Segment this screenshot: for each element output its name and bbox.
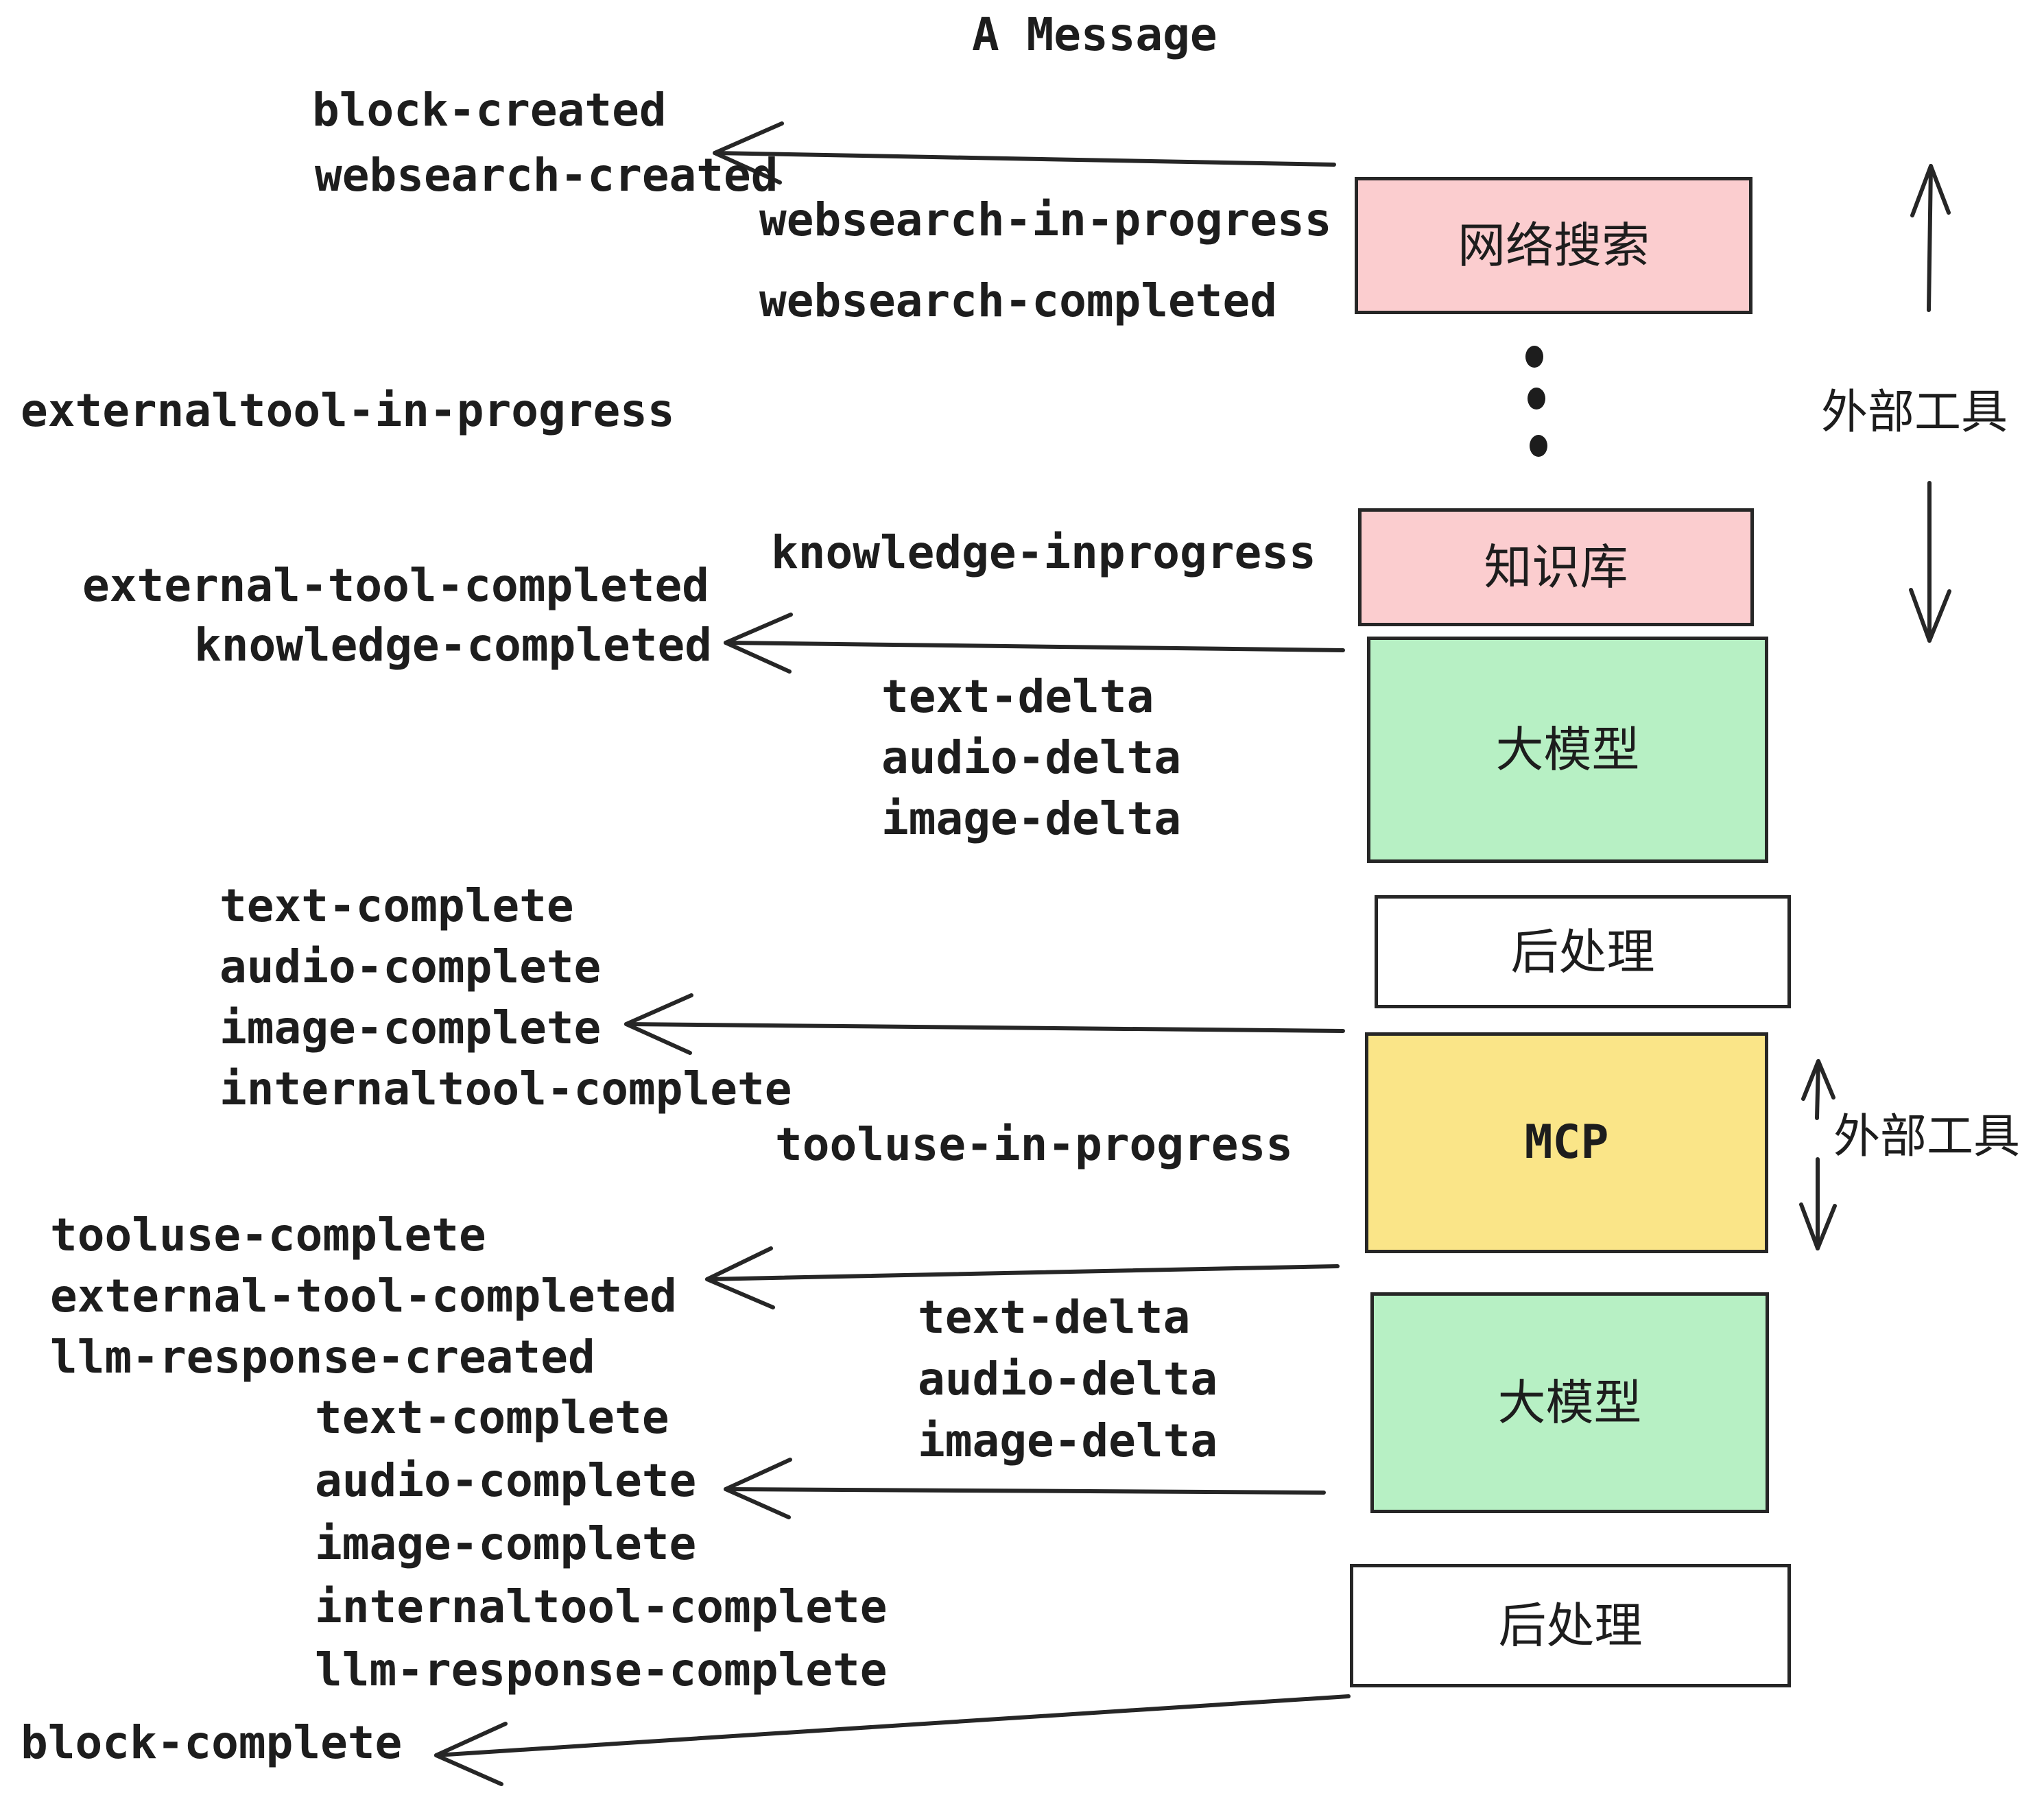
event-knowledge-completed: knowledge-completed — [194, 619, 712, 672]
external-tools-label-1: 外部工具 — [1821, 385, 2008, 440]
event-tooluse-in-progress: tooluse-in-progress — [775, 1118, 1293, 1171]
event-llm-response-created: llm-response-created — [50, 1331, 595, 1384]
event-text-complete-2: text-complete — [315, 1391, 669, 1444]
event-external-tool-completed-2: external-tool-completed — [50, 1270, 677, 1322]
event-text-delta-2: text-delta — [918, 1291, 1191, 1344]
event-audio-delta-2: audio-delta — [918, 1353, 1218, 1405]
arrow-knowledge-completed — [724, 613, 1345, 674]
event-external-tool-completed: external-tool-completed — [82, 559, 709, 612]
external-tools-down-arrow-2 — [1799, 1157, 1837, 1250]
event-externaltool-in-progress: externaltool-in-progress — [21, 384, 675, 437]
mcp-box-label: MCP — [1524, 1115, 1609, 1170]
event-audio-delta-1: audio-delta — [881, 731, 1182, 784]
external-tools-label-2: 外部工具 — [1833, 1110, 2021, 1164]
arrow-audio-complete — [724, 1458, 1326, 1519]
postprocess-box-1: 后处理 — [1375, 895, 1791, 1008]
event-websearch-completed: websearch-completed — [759, 274, 1277, 327]
postprocess-box-2-label: 后处理 — [1498, 1598, 1643, 1654]
event-image-complete-1: image-complete — [219, 1001, 602, 1054]
websearch-box-label: 网络搜索 — [1458, 217, 1650, 274]
event-text-complete-1: text-complete — [219, 879, 574, 932]
postprocess-box-2: 后处理 — [1350, 1564, 1791, 1687]
external-tools-down-arrow-1 — [1909, 481, 1951, 643]
ellipsis-dots — [1525, 346, 1547, 457]
llm-box-1: 大模型 — [1367, 637, 1768, 863]
websearch-box: 网络搜索 — [1355, 177, 1752, 314]
external-tools-up-arrow-2 — [1801, 1059, 1835, 1120]
arrow-image-complete — [624, 993, 1345, 1055]
event-block-complete: block-complete — [21, 1716, 403, 1769]
event-websearch-in-progress: websearch-in-progress — [759, 193, 1332, 246]
knowledge-box-label: 知识库 — [1484, 539, 1628, 595]
event-image-complete-2: image-complete — [315, 1517, 697, 1570]
event-websearch-created: websearch-created — [315, 149, 779, 202]
llm-box-2-label: 大模型 — [1497, 1375, 1642, 1431]
event-block-created: block-created — [312, 84, 667, 137]
llm-box-1-label: 大模型 — [1495, 722, 1640, 778]
event-knowledge-inprogress: knowledge-inprogress — [771, 526, 1316, 579]
event-internaltool-complete-1: internaltool-complete — [219, 1063, 792, 1115]
mcp-box: MCP — [1365, 1032, 1768, 1253]
event-internaltool-complete-2: internaltool-complete — [315, 1580, 888, 1633]
knowledge-box: 知识库 — [1358, 508, 1754, 626]
event-llm-response-complete: llm-response-complete — [315, 1643, 888, 1696]
event-image-delta-2: image-delta — [918, 1414, 1218, 1467]
arrow-websearch-created — [713, 121, 1336, 185]
event-audio-complete-1: audio-complete — [219, 940, 602, 993]
event-audio-complete-2: audio-complete — [315, 1454, 697, 1507]
diagram-title: A Message — [972, 8, 1217, 61]
arrow-block-complete — [434, 1694, 1351, 1786]
event-tooluse-complete: tooluse-complete — [50, 1209, 486, 1261]
llm-box-2: 大模型 — [1370, 1292, 1769, 1513]
external-tools-up-arrow-1 — [1910, 164, 1951, 312]
postprocess-box-1-label: 后处理 — [1510, 923, 1655, 980]
event-image-delta-1: image-delta — [881, 792, 1182, 845]
event-text-delta-1: text-delta — [881, 670, 1154, 723]
